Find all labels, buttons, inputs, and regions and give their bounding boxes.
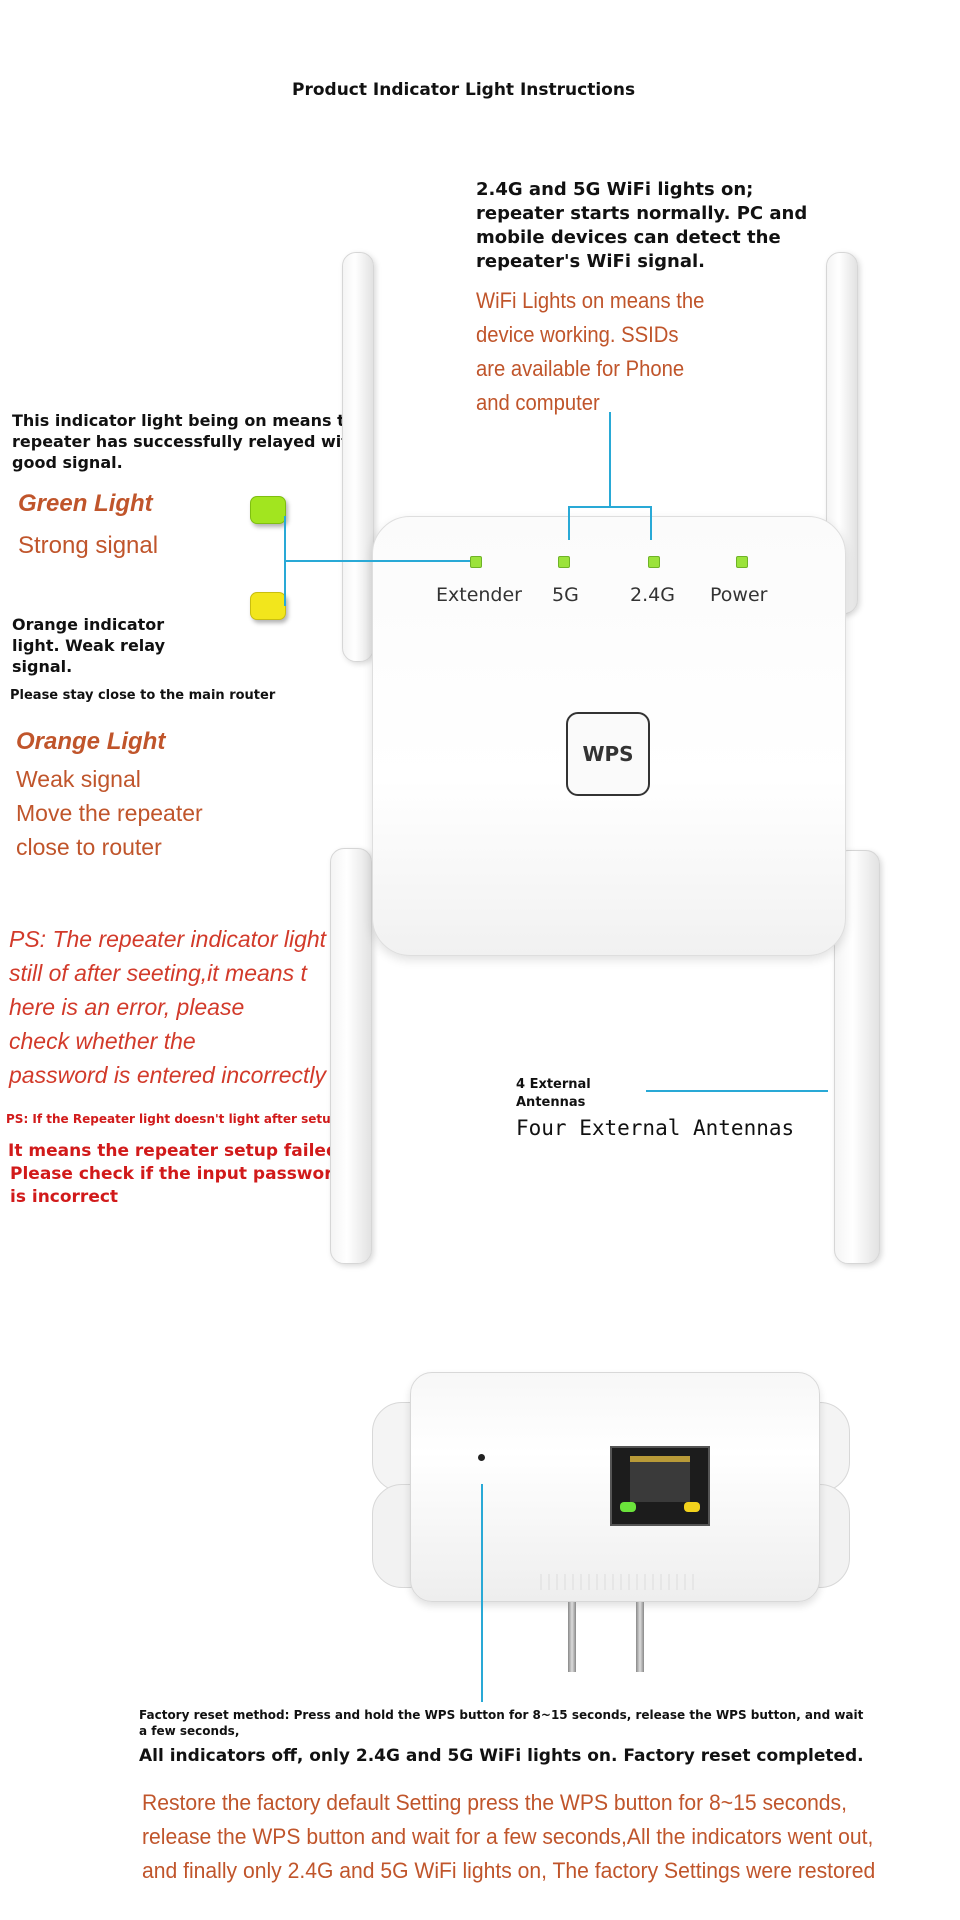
wps-button-label: WPS — [582, 742, 634, 766]
port-led-green — [620, 1502, 636, 1512]
plug-prong — [568, 1602, 576, 1672]
wifi-note-line: WiFi Lights on means the — [476, 288, 705, 313]
wifi-lights-note: WiFi Lights on means the device working.… — [476, 284, 704, 420]
ps-note-line: password is entered incorrectly — [9, 1062, 327, 1088]
ethernet-port[interactable] — [610, 1446, 710, 1526]
reset-method-line: a few seconds, — [139, 1724, 240, 1738]
ps-note-line: still of after seeting,it means t — [9, 960, 307, 986]
antenna-top-left — [342, 252, 374, 662]
reset-hole[interactable] — [478, 1454, 485, 1461]
antenna-bottom-left — [330, 848, 372, 1264]
reset-note: Restore the factory default Setting pres… — [142, 1786, 875, 1888]
orange-desc-line: close to router — [16, 834, 162, 860]
antennas-note: Four External Antennas — [516, 1116, 795, 1140]
ps-warning-line: is incorrect — [10, 1187, 119, 1207]
wifi-note-line: are available for Phone — [476, 356, 685, 381]
reset-method-line: Factory reset method: Press and hold the… — [139, 1708, 864, 1722]
port-led-yellow — [684, 1502, 700, 1512]
green-light-caption: This indicator light being on means the … — [12, 411, 367, 472]
ps-big-warning: It means the repeater setup failed, Plea… — [8, 1140, 345, 1209]
led-label-2-4g: 2.4G — [630, 584, 675, 606]
reset-note-line: release the WPS button and wait for a fe… — [142, 1824, 874, 1849]
wifi-note-line: and computer — [476, 390, 600, 415]
orange-light-caption: Orange indicator light. Weak relay signa… — [12, 615, 166, 676]
orange-desc-line: Weak signal — [16, 766, 141, 792]
extender-callout-line — [284, 560, 470, 562]
wifi-lights-caption: 2.4G and 5G WiFi lights on; repeater sta… — [476, 179, 808, 272]
antennas-caption-line: Antennas — [516, 1095, 586, 1110]
led-label-5g: 5G — [552, 584, 579, 606]
extender-led — [470, 556, 482, 568]
green-light-title: Green Light — [18, 490, 153, 517]
wifi-callout-line — [609, 412, 611, 508]
reset-note-line: Restore the factory default Setting pres… — [142, 1790, 847, 1815]
led-label-power: Power — [710, 584, 768, 606]
5g-led — [558, 556, 570, 568]
reset-result-text: All indicators off, only 2.4G and 5G WiF… — [139, 1746, 864, 1766]
2-4g-led — [648, 556, 660, 568]
plug-prong — [636, 1602, 644, 1672]
antenna-callout-line — [646, 1090, 828, 1092]
ps-warning-line: Please check if the input password — [10, 1164, 345, 1184]
antennas-caption-line: 4 External — [516, 1077, 591, 1092]
reset-callout-line — [481, 1484, 483, 1702]
orange-desc-line: Move the repeater — [16, 800, 203, 826]
yellow-light-swatch — [250, 592, 286, 620]
green-light-desc: Strong signal — [18, 532, 159, 559]
wifi-note-line: device working. SSIDs — [476, 322, 679, 347]
antennas-caption: 4 External Antennas — [516, 1076, 591, 1112]
led-label-extender: Extender — [436, 584, 522, 606]
green-light-swatch — [250, 496, 286, 524]
orange-light-note: Please stay close to the main router — [10, 688, 276, 703]
ps-warning-line: It means the repeater setup failed, — [8, 1141, 345, 1161]
orange-light-title: Orange Light — [16, 728, 166, 755]
wifi-callout-line — [650, 506, 652, 540]
vent-slots — [540, 1574, 700, 1590]
page-title: Product Indicator Light Instructions — [292, 80, 636, 100]
power-led — [736, 556, 748, 568]
ps-small-warning: PS: If the Repeater light doesn't light … — [6, 1112, 344, 1126]
ethernet-port-inner — [630, 1456, 690, 1502]
reset-note-line: and finally only 2.4G and 5G WiFi lights… — [142, 1858, 876, 1883]
ps-note-line: PS: The repeater indicator light is — [9, 926, 350, 952]
orange-light-desc: Weak signal Move the repeater close to r… — [16, 762, 203, 864]
wifi-callout-line — [568, 506, 570, 540]
wifi-callout-line — [568, 506, 652, 508]
ps-note: PS: The repeater indicator light is stil… — [9, 922, 349, 1092]
ps-note-line: here is an error, please — [9, 994, 245, 1020]
wps-button[interactable]: WPS — [566, 712, 650, 796]
reset-method-text: Factory reset method: Press and hold the… — [139, 1707, 863, 1739]
ps-note-line: check whether the — [9, 1028, 196, 1054]
